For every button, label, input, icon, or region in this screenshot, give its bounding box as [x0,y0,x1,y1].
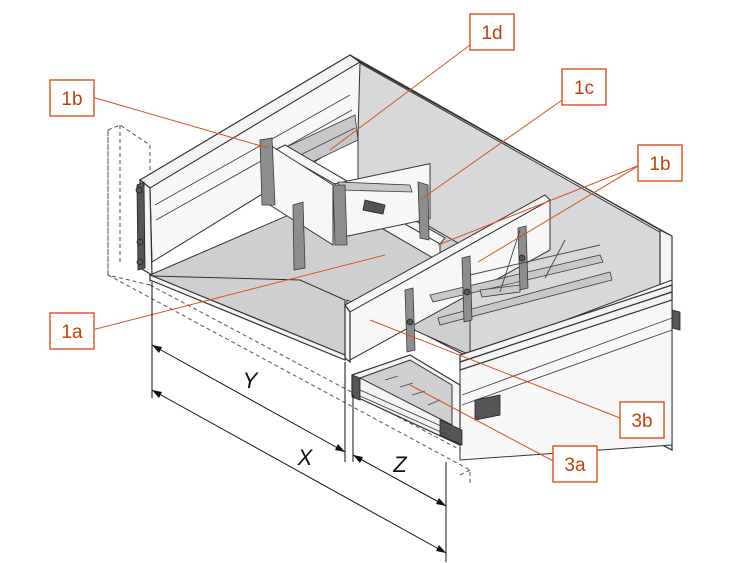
callout-1c-label: 1c [574,78,594,99]
callout-1b-right: 1b [637,144,683,182]
leader-lines [91,44,641,463]
dimension-x: X [151,389,447,554]
drawer-right-side [349,54,681,461]
inner-drawer [351,354,501,446]
leader-1c [419,97,566,201]
callout-1b-left-label: 1b [61,89,82,110]
leader-1b-right-b [477,164,641,263]
leader-3b [369,319,621,419]
callout-1b-left: 1b [49,79,95,117]
dimension-z-label: Z [392,452,408,477]
dimension-y-label: Y [243,368,259,393]
leader-3a [409,384,556,463]
leader-1b-left [91,96,269,149]
front-right-divider [344,194,551,364]
dimension-x-label: X [297,445,314,470]
callout-1b-right-label: 1b [649,154,670,175]
dimension-y: Y [151,344,346,453]
callout-3b-label: 3b [631,411,652,432]
callout-1c: 1c [561,68,607,106]
dimension-z: Z [352,452,447,507]
callout-1d-label: 1d [481,23,502,44]
callout-3a: 3a [552,445,598,483]
callout-3a-label: 3a [564,455,586,476]
leader-1a [91,254,386,331]
callout-3b: 3b [619,401,665,439]
drawer-left-side [135,54,362,277]
cross-divider-left [259,137,386,271]
ladder-rails [404,225,613,353]
leader-1d [329,44,471,151]
leader-1b-right-a [437,164,641,246]
callout-1d: 1d [469,13,515,51]
callout-1a-label: 1a [61,322,83,343]
callout-1a: 1a [49,312,95,350]
dimension-lines: Y X Z [151,282,447,562]
drawer-front-panels [149,274,673,371]
